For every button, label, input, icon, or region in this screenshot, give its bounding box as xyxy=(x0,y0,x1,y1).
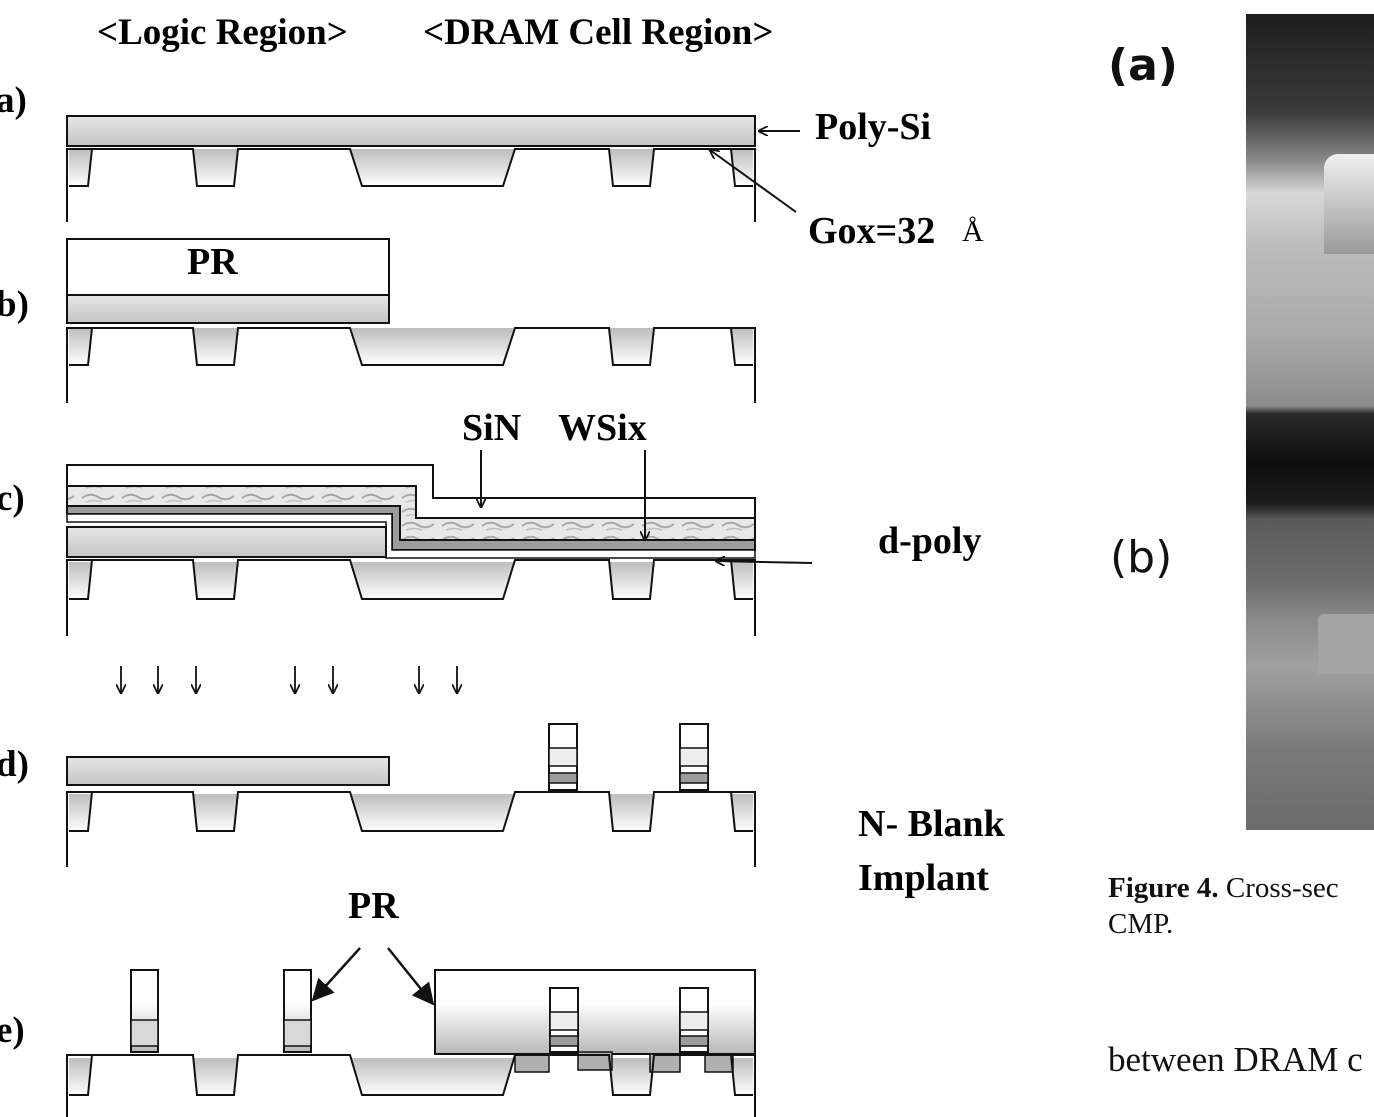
step-b-diagram: PR xyxy=(66,238,756,403)
tem-micrograph xyxy=(1246,14,1374,830)
poly-si-logic-c xyxy=(66,526,387,558)
step-e-diagram: PR xyxy=(66,885,756,1117)
gox-label: Gox=32 xyxy=(808,210,935,252)
caption-figure-number: Figure 4. xyxy=(1108,872,1219,904)
dram-gate-1 xyxy=(548,723,578,791)
poly-si-logic-b xyxy=(66,294,390,324)
step-d-label: d) xyxy=(0,744,29,785)
pr-label-b: PR xyxy=(187,241,238,283)
sin-label: SiN xyxy=(462,407,521,449)
figure-caption: Figure 4. Cross-sec CMP. xyxy=(1108,870,1339,942)
step-c-diagram: SiN WSix d-poly xyxy=(66,407,981,636)
micrograph-feature-a xyxy=(1324,154,1374,254)
substrate-b xyxy=(66,327,756,403)
step-c-label: c) xyxy=(0,478,25,519)
micrograph-feature-b xyxy=(1318,614,1374,674)
n-blank-label: N- Blank xyxy=(858,803,1006,845)
gox-arrow xyxy=(710,150,797,213)
angstrom-symbol: Å xyxy=(962,215,984,248)
dram-gate-2 xyxy=(679,723,709,791)
dram-gates-e xyxy=(549,987,709,1053)
step-b-label: b) xyxy=(0,284,29,325)
logic-gate-1 xyxy=(130,969,159,1053)
substrate-c xyxy=(66,559,756,636)
step-a-diagram: Poly-Si Gox=32 Å xyxy=(66,106,984,252)
poly-si-logic-d xyxy=(66,756,390,786)
micrograph-label-a: (a) xyxy=(1108,40,1178,91)
d-poly-label: d-poly xyxy=(878,520,981,562)
poly-si-layer xyxy=(66,115,756,147)
step-a-label: a) xyxy=(0,80,27,121)
wsix-label: WSix xyxy=(558,407,647,449)
substrate-e xyxy=(66,1051,756,1117)
pr-arrow-left xyxy=(311,947,361,1002)
substrate-d xyxy=(66,791,756,867)
poly-si-label: Poly-Si xyxy=(815,106,931,148)
process-flow-figure: <Logic Region> <DRAM Cell Region> a) b) … xyxy=(0,12,1006,1117)
step-e-label: e) xyxy=(0,1010,25,1051)
substrate-a xyxy=(66,148,756,222)
caption-text: Cross-sec xyxy=(1225,872,1339,904)
caption-text-line2: CMP. xyxy=(1108,908,1174,940)
logic-gate-2 xyxy=(283,969,312,1053)
implant-label: Implant xyxy=(858,857,989,899)
step-d-diagram: N- Blank Implant xyxy=(66,723,1006,899)
photoresist-b xyxy=(66,238,390,296)
body-text-fragment: between DRAM c xyxy=(1108,1040,1363,1079)
pr-arrow-right xyxy=(387,947,435,1006)
implant-arrows xyxy=(121,666,457,693)
pr-label-e: PR xyxy=(348,885,399,927)
dram-region-header: <DRAM Cell Region> xyxy=(423,12,773,53)
d-poly-arrow xyxy=(716,561,813,563)
micrograph-label-b: (b) xyxy=(1110,532,1173,583)
logic-region-header: <Logic Region> xyxy=(97,12,348,53)
